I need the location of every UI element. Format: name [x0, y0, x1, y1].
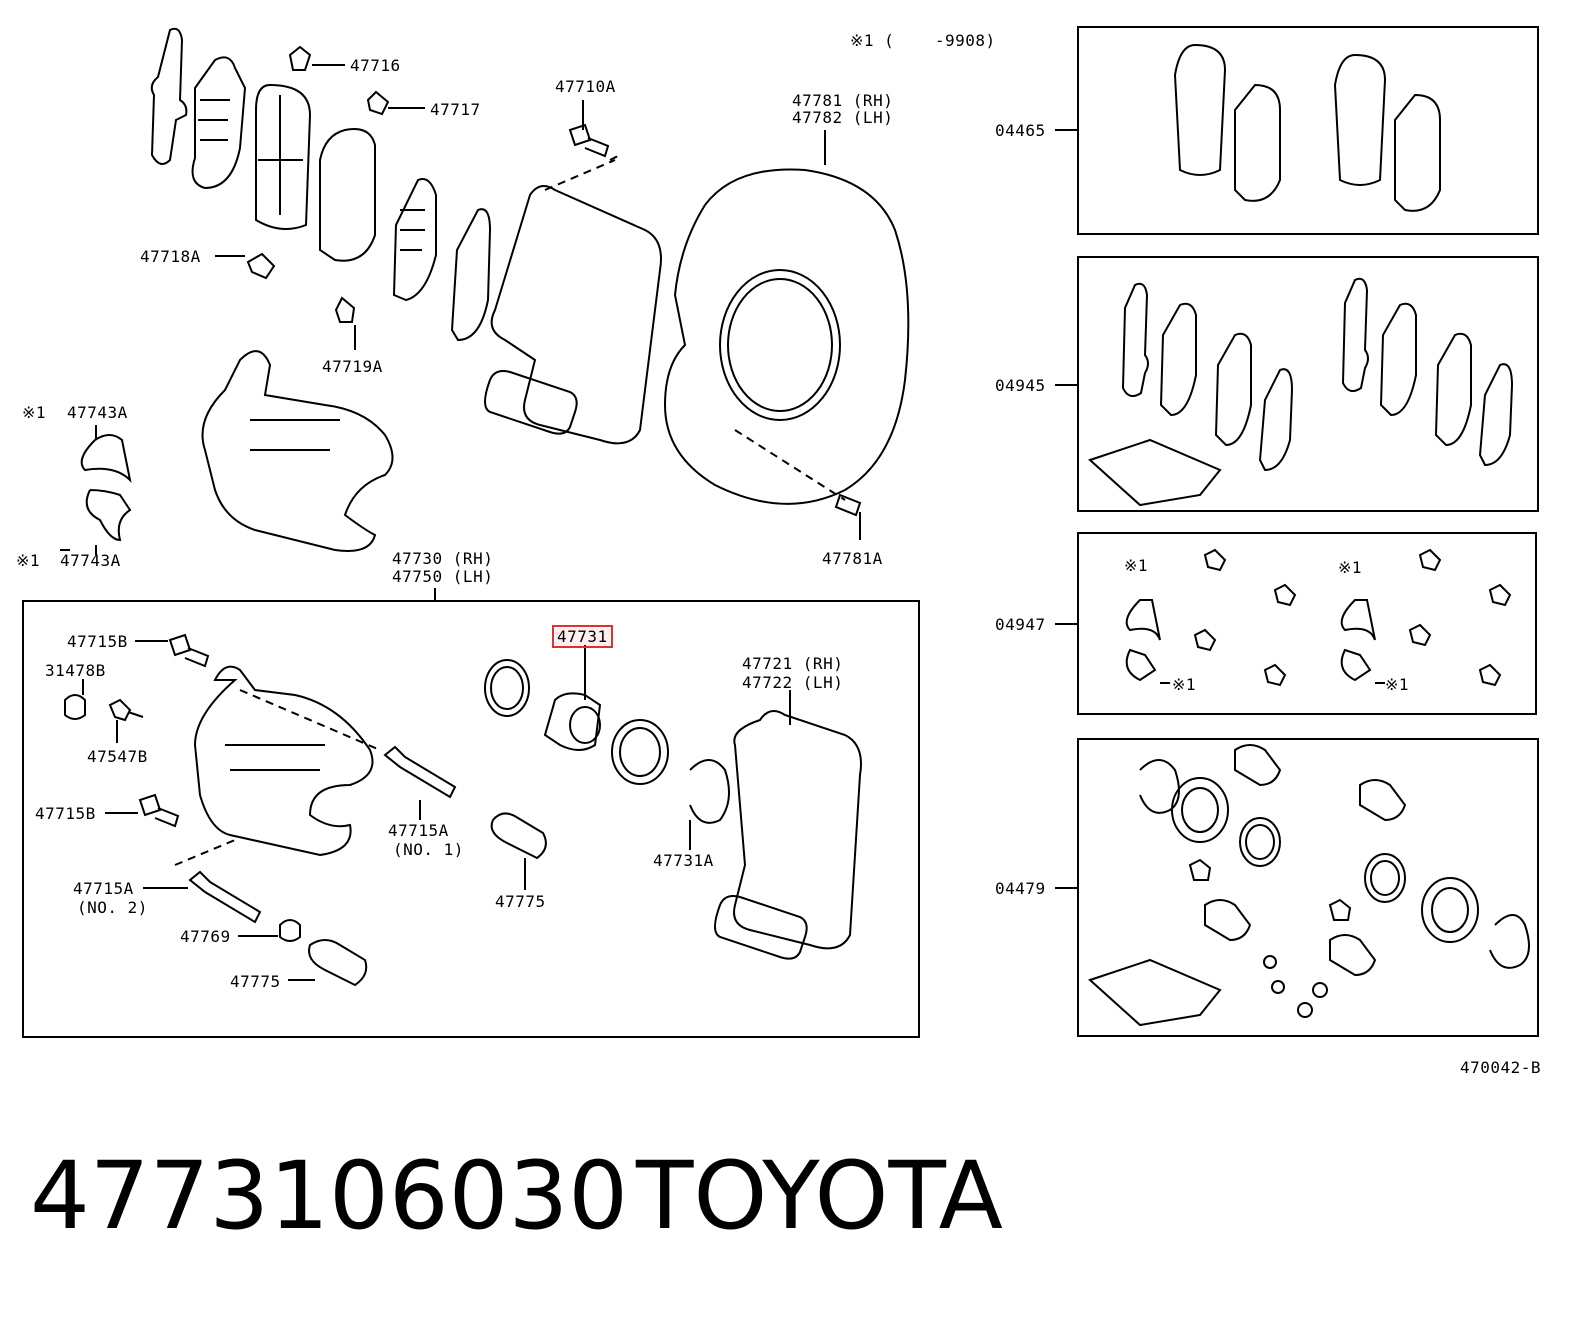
label-47769: 47769 — [180, 927, 231, 946]
label-47710a: 47710A — [555, 77, 616, 96]
label-47715b-bottom: 47715B — [35, 804, 96, 823]
label-47775-left: 47775 — [230, 972, 281, 991]
label-kit-note-3: ※1 — [1338, 558, 1363, 577]
label-kit-04947: 04947 — [995, 615, 1046, 634]
brand-caption: TOYOTA — [636, 1142, 1003, 1251]
label-47718a: 47718A — [140, 247, 201, 266]
label-47547b: 47547B — [87, 747, 148, 766]
anti-squeal-clips — [246, 45, 390, 323]
diagram-code: 470042-B — [1460, 1058, 1542, 1077]
label-kit-note-4: ※1 — [1385, 675, 1410, 694]
label-47781: 47781 (RH) — [792, 91, 894, 110]
kit-04479-seals — [1088, 744, 1530, 1027]
label-kit-note-1: ※1 — [1124, 556, 1149, 575]
kit-box-04465 — [1077, 26, 1539, 235]
label-47715b-top: 47715B — [67, 632, 128, 651]
label-47731a: 47731A — [653, 851, 714, 870]
label-47717: 47717 — [430, 100, 481, 119]
label-47715a-no1: 47715A — [388, 821, 449, 840]
caliper-body-top — [201, 350, 394, 552]
label-kit-04945: 04945 — [995, 376, 1046, 395]
label-47731-highlighted[interactable]: 47731 — [552, 625, 613, 648]
label-47715a-no2: 47715A — [73, 879, 134, 898]
caliper-assembly-box — [22, 600, 920, 1038]
label-47716: 47716 — [350, 56, 401, 75]
label-kit-note-2: ※1 — [1172, 675, 1197, 694]
label-kit-04465: 04465 — [995, 121, 1046, 140]
label-47721: 47721 (RH) — [742, 654, 844, 673]
pad-support-springs — [80, 434, 132, 542]
brake-pad-shims-group — [150, 27, 492, 342]
label-47719a: 47719A — [322, 357, 383, 376]
label-47722: 47722 (LH) — [742, 673, 844, 692]
kit-04947-clips — [1125, 548, 1512, 687]
label-47750: 47750 (LH) — [392, 567, 494, 586]
assembly-parts — [64, 633, 862, 987]
label-47743a-top: 47743A — [67, 403, 128, 422]
part-number-caption: 4773106030 — [30, 1142, 629, 1251]
kit-04465-pads — [1173, 43, 1441, 212]
kit-leaders — [1055, 129, 1078, 889]
label-note-1-bottom: ※1 — [16, 551, 41, 570]
label-note-9908: ※1 ( -9908) — [850, 31, 996, 50]
label-47782: 47782 (LH) — [792, 108, 894, 127]
label-47743a-bottom: 47743A — [60, 551, 121, 570]
kit-04945-shims — [1088, 277, 1514, 507]
label-kit-04479: 04479 — [995, 879, 1046, 898]
leader-lines-top — [60, 64, 861, 555]
caliper-mounting-bracket-top — [484, 154, 662, 445]
leader-lines-assembly — [82, 640, 791, 981]
label-47730: 47730 (RH) — [392, 549, 494, 568]
label-no2: (NO. 2) — [77, 898, 148, 917]
bolt-47710a — [568, 123, 610, 158]
disc-dust-cover — [663, 168, 910, 517]
label-note-1-top: ※1 — [22, 403, 47, 422]
label-47775-mid: 47775 — [495, 892, 546, 911]
label-31478b: 31478B — [45, 661, 106, 680]
label-no1: (NO. 1) — [393, 840, 464, 859]
label-47781a: 47781A — [822, 549, 883, 568]
